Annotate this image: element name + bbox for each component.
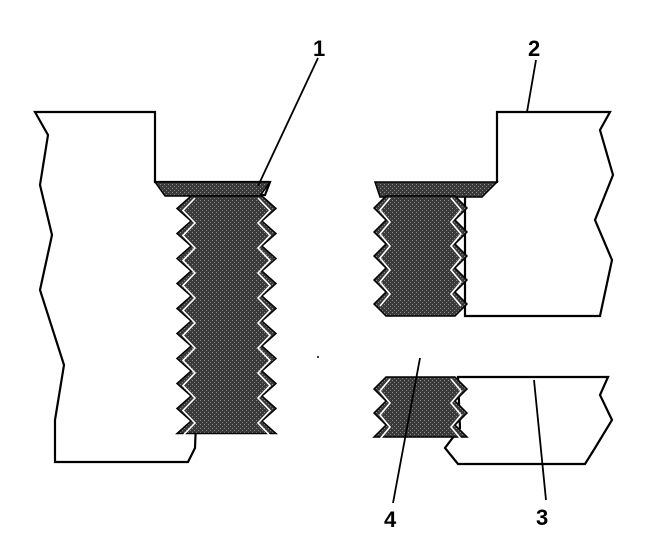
callout-1-label: 1 <box>313 36 325 61</box>
right-thread-collar <box>373 181 499 198</box>
right-thread-insert-lower <box>372 376 469 440</box>
callout-1-leader <box>257 57 319 187</box>
right-thread-insert-upper <box>372 181 499 317</box>
left-thread-inner-edge <box>181 197 272 437</box>
left-thread-insert <box>153 181 278 437</box>
right-upper-block <box>463 110 615 318</box>
right-thread-profile-upper <box>372 195 469 317</box>
callout-3-leader <box>533 379 547 501</box>
left-thread-collar <box>153 181 272 197</box>
right-thread-upper-edge <box>378 197 463 307</box>
stray-dot <box>317 356 319 358</box>
right-thread-lower-edge <box>378 378 463 440</box>
right-lower-block <box>443 375 614 466</box>
callout-2-label: 2 <box>528 36 540 61</box>
right-thread-profile-lower <box>372 376 469 438</box>
callout-2-leader <box>526 59 537 113</box>
left-thread-profile <box>175 195 278 435</box>
callout-4-label: 4 <box>384 507 397 532</box>
callout-4-leader <box>392 357 421 504</box>
callout-3-label: 3 <box>536 505 548 530</box>
